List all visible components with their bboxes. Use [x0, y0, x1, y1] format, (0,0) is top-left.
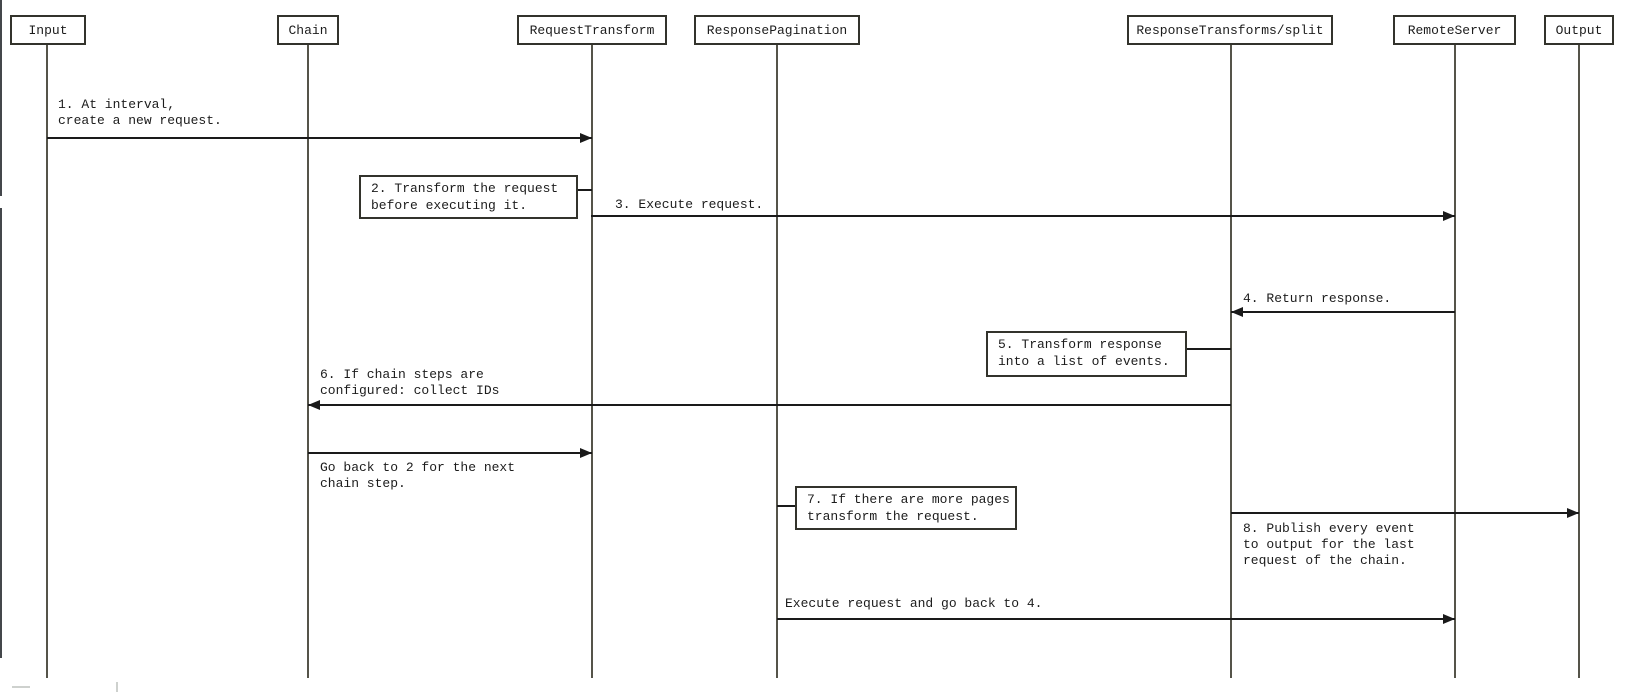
- goback2-label-line1: Go back to 2 for the next: [320, 460, 516, 475]
- message-8-label-line3: request of the chain.: [1243, 553, 1407, 568]
- message-3-label: 3. Execute request.: [615, 197, 763, 213]
- goback2-arrow: [308, 452, 592, 454]
- lifeline-response-pagination: [776, 45, 778, 678]
- screen-smudge: [12, 686, 30, 688]
- message-1-arrow: [47, 137, 592, 139]
- note-7-line2: transform the request.: [807, 509, 979, 524]
- participant-label: RequestTransform: [529, 22, 655, 38]
- note-5-line2: into a list of events.: [998, 354, 1170, 369]
- lifeline-input: [46, 45, 48, 678]
- note-2-box: 2. Transform the request before executin…: [359, 175, 578, 219]
- message-8-label: 8. Publish every event to output for the…: [1243, 521, 1415, 569]
- arrowhead-icon: [1443, 614, 1455, 624]
- message-8-label-line1: 8. Publish every event: [1243, 521, 1415, 536]
- message-3-arrow: [591, 215, 1455, 217]
- arrowhead-icon: [1567, 508, 1579, 518]
- participant-output: Output: [1544, 15, 1614, 45]
- message-6-label: 6. If chain steps are configured: collec…: [320, 367, 499, 399]
- message-1-label: 1. At interval, create a new request.: [58, 97, 222, 129]
- message-1-label-line2: create a new request.: [58, 113, 222, 128]
- lifeline-output: [1578, 45, 1580, 678]
- lifeline-remote-server: [1454, 45, 1456, 678]
- message-1-label-line1: 1. At interval,: [58, 97, 176, 112]
- left-border-artifact: [0, 0, 2, 196]
- participant-remote-server: RemoteServer: [1393, 15, 1516, 45]
- participant-request-transform: RequestTransform: [517, 15, 667, 45]
- note-5-line1: 5. Transform response: [998, 337, 1162, 352]
- message-3-label-line1: 3. Execute request.: [615, 197, 764, 212]
- arrowhead-icon: [1443, 211, 1455, 221]
- note-2-connector: [578, 189, 592, 191]
- message-6-label-line2: configured: collect IDs: [320, 383, 500, 398]
- left-border-artifact: [0, 208, 2, 658]
- message-4-label-line1: 4. Return response.: [1243, 291, 1392, 306]
- participant-label: Chain: [288, 22, 328, 38]
- arrowhead-icon: [580, 448, 592, 458]
- message-4-label: 4. Return response.: [1243, 291, 1391, 307]
- message-6-arrow: [308, 404, 1231, 406]
- participant-response-pagination: ResponsePagination: [694, 15, 860, 45]
- note-7-connector: [777, 505, 795, 507]
- message-4-arrow: [1231, 311, 1455, 313]
- screen-smudge: [116, 682, 118, 692]
- arrowhead-icon: [1231, 307, 1243, 317]
- participant-label: RemoteServer: [1407, 22, 1502, 38]
- participant-chain: Chain: [277, 15, 339, 45]
- message-8-label-line2: to output for the last: [1243, 537, 1415, 552]
- note-5-box: 5. Transform response into a list of eve…: [986, 331, 1187, 377]
- lifeline-chain: [307, 45, 309, 678]
- lifeline-response-transforms-split: [1230, 45, 1232, 678]
- note-7-line1: 7. If there are more pages: [807, 492, 1010, 507]
- arrowhead-icon: [580, 133, 592, 143]
- participant-label: ResponseTransforms/split: [1136, 22, 1324, 38]
- goback2-label: Go back to 2 for the next chain step.: [320, 460, 515, 492]
- participant-response-transforms-split: ResponseTransforms/split: [1127, 15, 1333, 45]
- participant-input: Input: [10, 15, 86, 45]
- arrowhead-icon: [308, 400, 320, 410]
- participant-label: ResponsePagination: [706, 22, 848, 38]
- note-7-box: 7. If there are more pages transform the…: [795, 486, 1017, 530]
- participant-label: Input: [28, 22, 68, 38]
- goback4-arrow: [777, 618, 1455, 620]
- goback4-label: Execute request and go back to 4.: [785, 596, 1042, 612]
- note-2-line2: before executing it.: [371, 198, 528, 213]
- goback4-label-line1: Execute request and go back to 4.: [785, 596, 1043, 611]
- participant-label: Output: [1555, 22, 1603, 38]
- message-6-label-line1: 6. If chain steps are: [320, 367, 484, 382]
- message-8-arrow: [1231, 512, 1579, 514]
- lifeline-request-transform: [591, 45, 593, 678]
- note-5-connector: [1187, 348, 1231, 350]
- goback2-label-line2: chain step.: [320, 476, 406, 491]
- note-2-line1: 2. Transform the request: [371, 181, 559, 196]
